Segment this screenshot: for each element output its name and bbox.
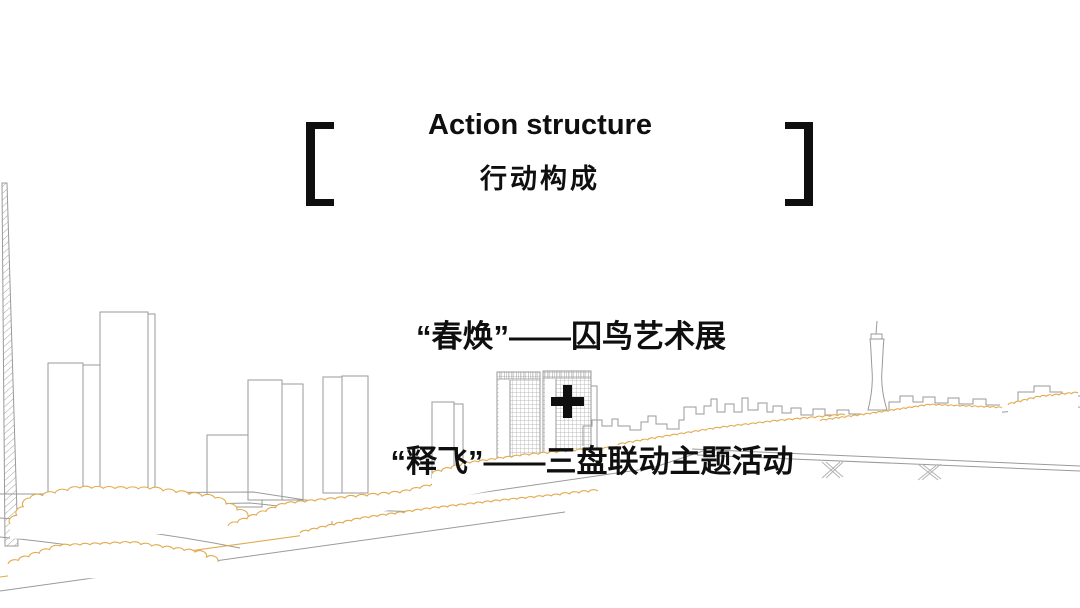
tree-line-fill (432, 444, 648, 489)
slide-title-zh: 行动构成 (480, 164, 600, 194)
canton-tower (867, 320, 888, 411)
building (322, 376, 343, 494)
tree-line (431, 444, 649, 475)
tree-line (7, 541, 219, 565)
tree-line (8, 485, 249, 525)
tree-line-fill (9, 486, 249, 539)
content-line-theme-activity: “释飞”——三盘联动主题活动 (390, 444, 794, 479)
bridge-group (691, 448, 1080, 481)
bridge-deck (691, 448, 1080, 472)
content-line-art-exhibition: “春焕”——囚鸟艺术展 (416, 319, 726, 354)
bridge-x-pier (821, 461, 844, 479)
building (281, 383, 304, 501)
bridge-x-pier (917, 463, 942, 481)
tree-line-fill (820, 404, 1002, 436)
tree-line-fill (300, 489, 598, 548)
tree-line (299, 489, 599, 534)
trees-group (7, 391, 1079, 579)
low-roofline (582, 397, 862, 446)
tree-line-fill (1008, 392, 1078, 420)
tapered-hatched-skyscraper (1, 182, 19, 547)
plus-symbol: + (551, 385, 584, 418)
tree-line-fill (8, 541, 219, 579)
slide-title-en: Action structure (428, 109, 652, 141)
building (341, 375, 369, 494)
building (247, 379, 283, 501)
tree-line (617, 413, 846, 446)
tree-line-fill (618, 414, 845, 460)
right-bracket-decoration (785, 122, 813, 206)
tree-line (1007, 391, 1079, 406)
left-bracket-decoration (306, 122, 334, 206)
tree-line (819, 403, 1003, 422)
